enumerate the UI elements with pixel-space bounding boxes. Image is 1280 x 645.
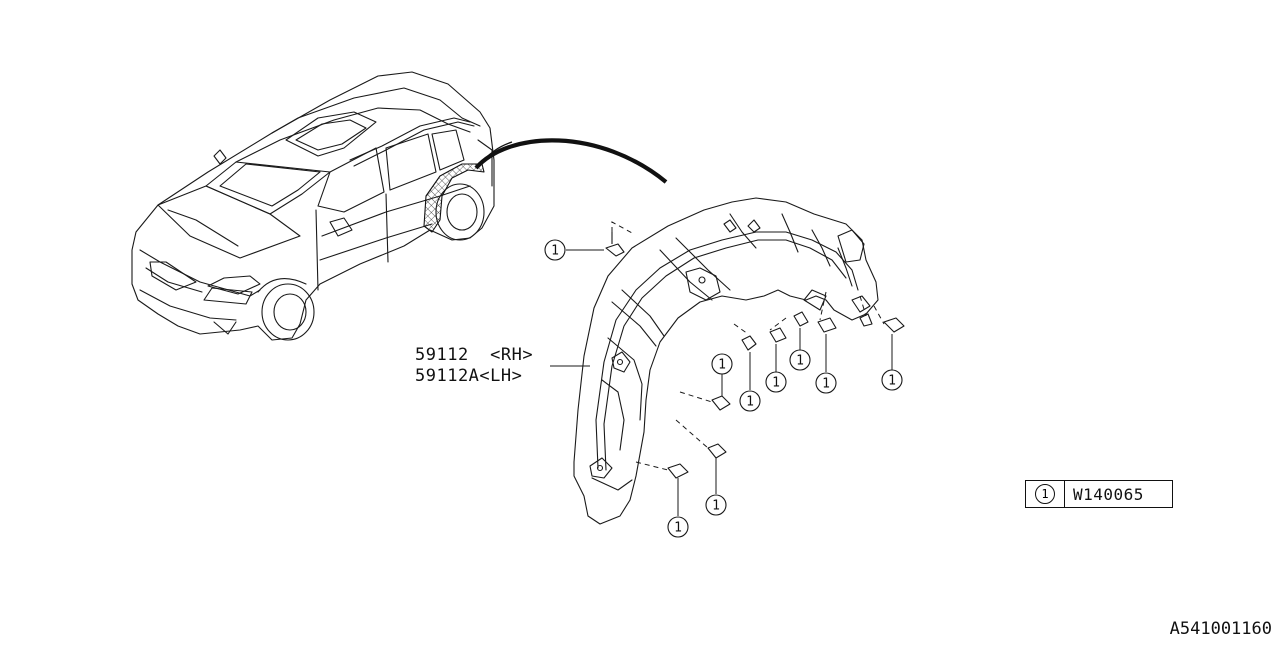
callout-number: 1 (746, 395, 754, 410)
part-label-rh: 59112 <RH> (415, 345, 533, 365)
legend-box: 1 W140065 (1025, 480, 1173, 508)
mudguard-liner (573, 197, 879, 525)
callout-number: 1 (674, 521, 682, 536)
callout-circle: 1 (881, 369, 903, 391)
rear-liner-highlight (423, 163, 485, 233)
figure-code: A541001160 (1170, 619, 1272, 639)
legend-symbol-cell: 1 (1026, 481, 1065, 507)
callout-circle: 1 (667, 516, 689, 538)
callout-leaders (550, 249, 893, 516)
callout-number: 1 (888, 374, 896, 389)
vehicle-illustration (131, 71, 495, 341)
callout-number: 1 (772, 376, 780, 391)
callout-circle: 1 (544, 239, 566, 261)
part-side: <RH> (490, 345, 534, 365)
legend-part-code: W140065 (1073, 484, 1144, 504)
legend-symbol: 1 (1035, 484, 1055, 504)
callout-number: 1 (822, 377, 830, 392)
callout-number: 1 (796, 354, 804, 369)
callout-circle: 1 (765, 371, 787, 393)
part-side: <LH> (479, 366, 523, 386)
callout-circle: 1 (789, 349, 811, 371)
clip-fasteners (605, 232, 905, 479)
callout-number: 1 (551, 244, 559, 259)
dashed-guides (611, 221, 885, 471)
part-number: 59112 (415, 345, 469, 365)
callout-circle: 1 (815, 372, 837, 394)
callout-circle: 1 (705, 494, 727, 516)
part-number: 59112A (415, 366, 480, 386)
callout-group: 1 1 1 1 1 1 1 1 1 (544, 239, 903, 538)
callout-number: 1 (718, 358, 726, 373)
part-label-lh: 59112A<LH> (415, 366, 522, 386)
callout-number: 1 (712, 499, 720, 514)
leader-curve (474, 138, 668, 184)
callout-circle: 1 (711, 353, 733, 375)
callout-circle: 1 (739, 390, 761, 412)
